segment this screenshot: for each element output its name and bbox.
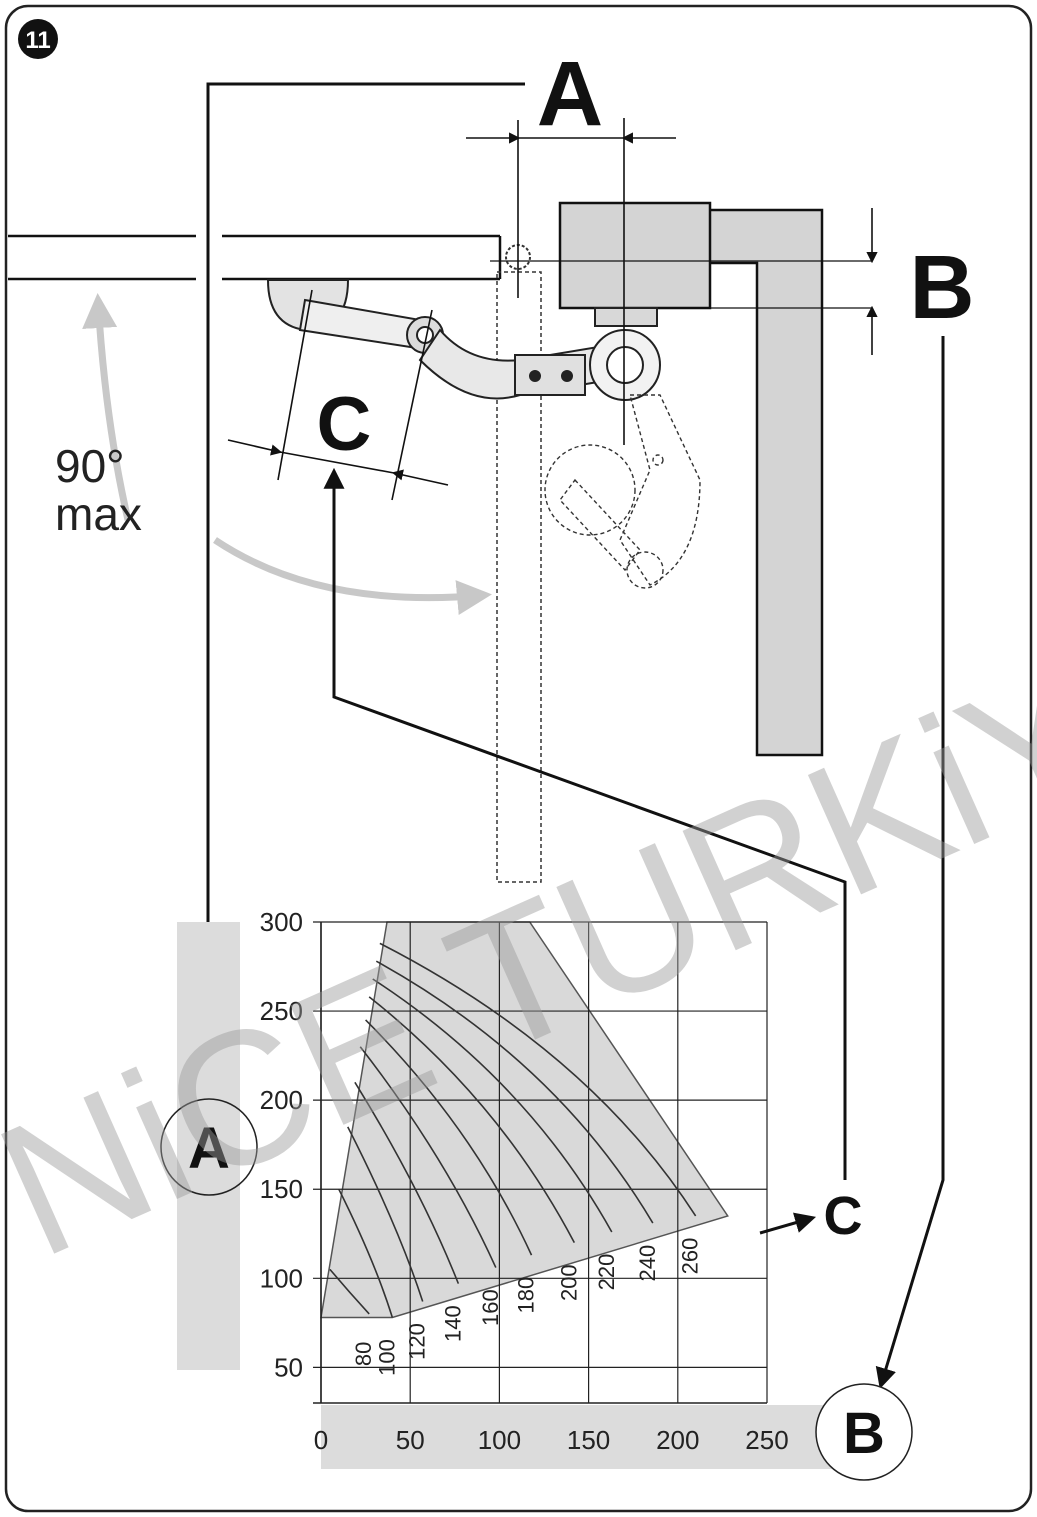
operator-arm	[266, 279, 661, 401]
y-tick-label: 300	[260, 907, 303, 937]
curve-label-200: 200	[556, 1264, 581, 1301]
x-axis-ticks: 0 50 100 150 200 250	[314, 1425, 789, 1455]
a-axis-band	[177, 922, 240, 1370]
lintel	[8, 234, 502, 281]
label-A-top: A	[537, 43, 603, 145]
y-tick-label: 200	[260, 1085, 303, 1115]
label-B-top: B	[910, 238, 975, 338]
curve-label-80: 80	[351, 1342, 376, 1366]
connector-C	[323, 467, 847, 1180]
operator-arm-alternate	[544, 394, 701, 589]
axis-A-circle	[160, 1098, 258, 1196]
figure-number: 11	[25, 27, 50, 54]
y-tick-label: 100	[260, 1263, 303, 1293]
figure-frame	[4, 4, 1033, 1513]
curve-C-80	[329, 1268, 370, 1315]
curve-C-240	[375, 960, 654, 1224]
curve-label-140: 140	[440, 1305, 465, 1342]
gate-post	[706, 208, 824, 757]
gate-leaf-open-outline	[496, 271, 542, 883]
axis-B-label: B	[843, 1401, 885, 1466]
x-tick-label: 100	[478, 1425, 521, 1455]
curve-C-260	[379, 942, 697, 1217]
curve-C-100	[338, 1188, 394, 1318]
x-tick-label: 200	[656, 1425, 699, 1455]
curve-C-200	[368, 996, 576, 1244]
chart-grid	[313, 921, 768, 1404]
x-tick-label: 150	[567, 1425, 610, 1455]
curves-C-label: C	[824, 1186, 863, 1246]
y-tick-label: 150	[260, 1174, 303, 1204]
chart-region-layer	[320, 921, 729, 1319]
curve-C-180	[365, 1019, 533, 1256]
motor-box	[558, 201, 712, 310]
x-tick-label: 0	[314, 1425, 328, 1455]
angle-qualifier: max	[55, 488, 142, 540]
axis-A-label: A	[188, 1116, 230, 1181]
curve-label-120: 120	[405, 1323, 430, 1360]
figure-number-badge: 11	[18, 19, 58, 59]
angle-value: 90°	[55, 440, 125, 492]
feasible-region	[320, 921, 729, 1319]
curve-label-260: 260	[678, 1238, 703, 1275]
curve-C-140	[354, 1081, 460, 1284]
curve-C-160	[359, 1046, 497, 1268]
y-tick-label: 50	[274, 1352, 303, 1382]
x-tick-label: 50	[396, 1425, 425, 1455]
chart-curves	[329, 942, 697, 1318]
curve-C-220	[372, 978, 613, 1233]
curve-label-220: 220	[594, 1254, 619, 1291]
connector-A	[197, 82, 525, 1098]
curve-label-100: 100	[374, 1339, 399, 1376]
dimension-A	[466, 118, 676, 445]
label-C-top: C	[317, 382, 372, 467]
curve-C-120	[347, 1126, 424, 1302]
y-axis-ticks: 50 100 150 200 250 300	[260, 907, 303, 1382]
y-tick-label: 250	[260, 996, 303, 1026]
dimension-C	[227, 289, 449, 501]
x-tick-label: 250	[745, 1425, 788, 1455]
b-axis-band	[321, 1405, 891, 1469]
connector-B	[875, 336, 945, 1390]
curve-label-160: 160	[478, 1289, 503, 1326]
curve-label-240: 240	[635, 1245, 660, 1282]
axis-B-circle	[815, 1383, 913, 1481]
curve-label-180: 180	[514, 1277, 539, 1314]
